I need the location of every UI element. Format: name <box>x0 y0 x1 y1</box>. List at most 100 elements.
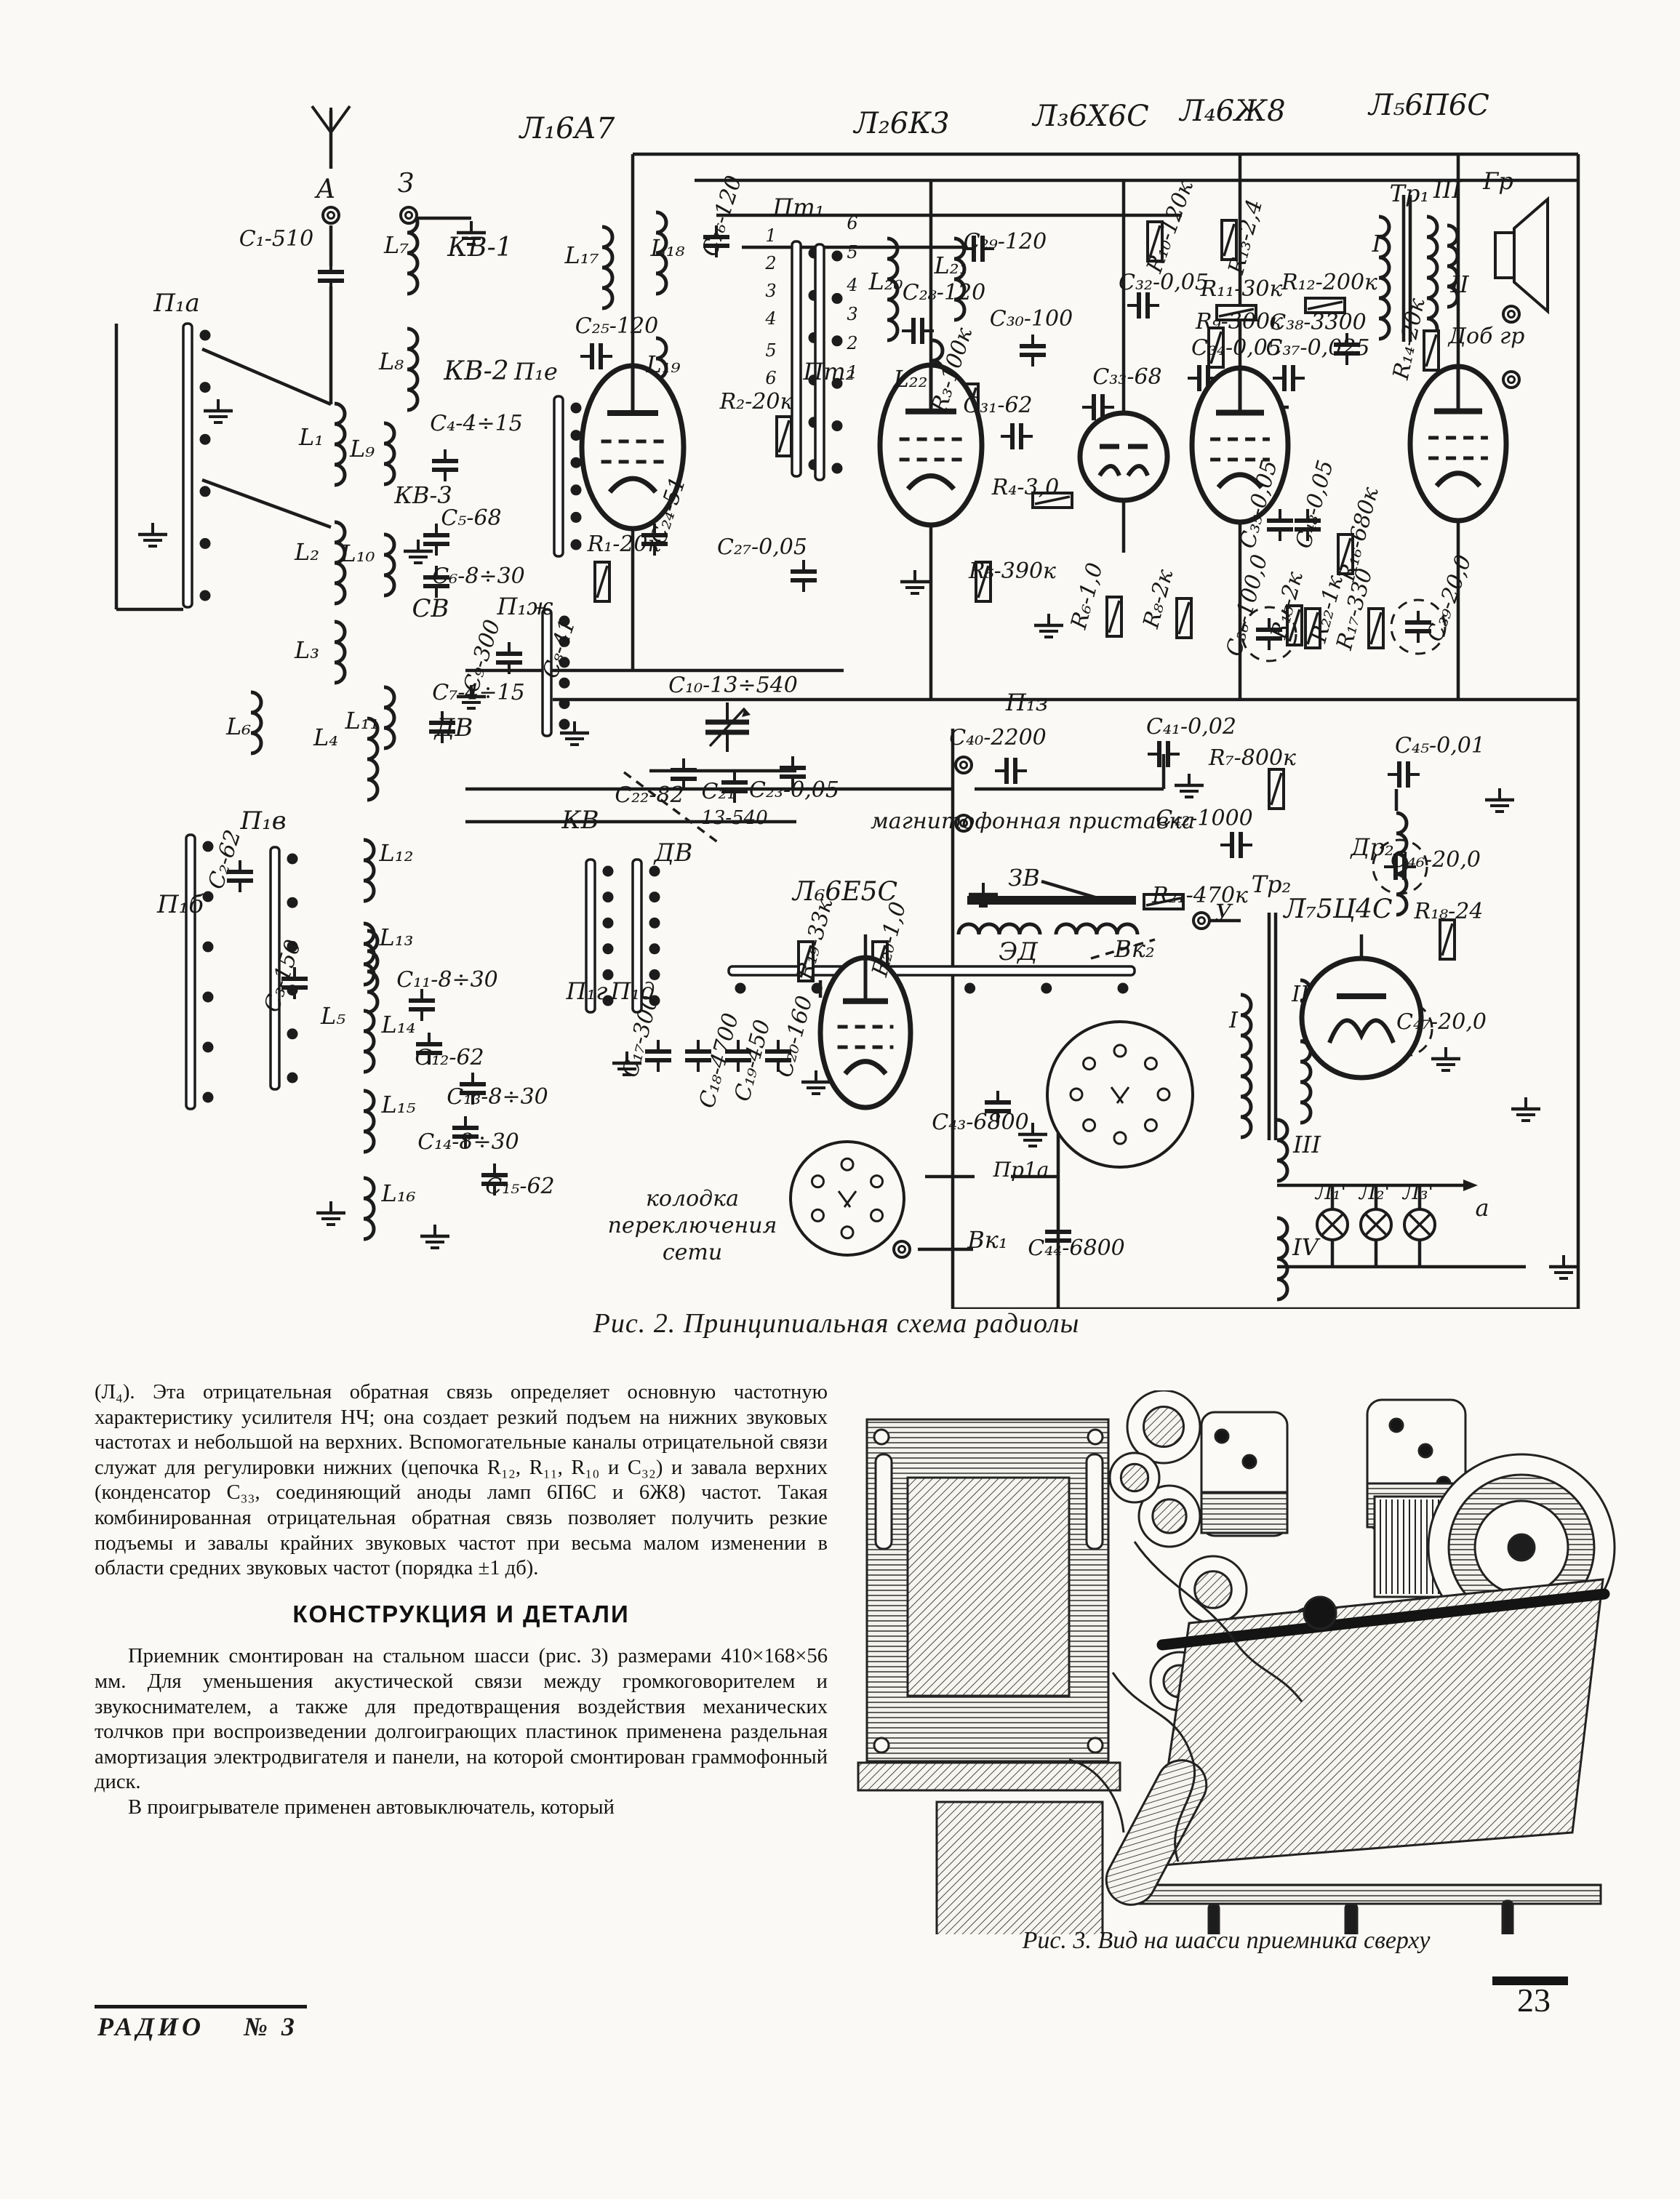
svg-text:С₃₂-0,05: С₃₂-0,05 <box>1119 270 1209 295</box>
svg-text:П₁ж: П₁ж <box>496 593 553 620</box>
svg-text:С₃₀-100: С₃₀-100 <box>990 306 1073 332</box>
svg-text:С₃₇-0,025: С₃₇-0,025 <box>1265 335 1369 361</box>
svg-text:С₄₅-0,01: С₄₅-0,01 <box>1395 733 1485 758</box>
svg-text:С₄₄-6800: С₄₄-6800 <box>1028 1235 1125 1261</box>
article-column: (Л₄). Эта отрицательная обратная связь о… <box>95 1380 828 1821</box>
svg-text:С₃₁-62: С₃₁-62 <box>963 393 1032 418</box>
svg-text:П₁в: П₁в <box>239 806 286 836</box>
svg-text:С₂₁: С₂₁ <box>701 779 735 804</box>
svg-text:Вк₁: Вк₁ <box>967 1226 1007 1254</box>
svg-text:Вк₂: Вк₂ <box>1113 935 1154 963</box>
svg-text:а: а <box>1475 1194 1489 1222</box>
svg-text:С₄₈-0,05: С₄₈-0,05 <box>1291 457 1339 551</box>
svg-text:R₇-800к: R₇-800к <box>1208 745 1296 771</box>
svg-text:КВ-3: КВ-3 <box>393 481 452 509</box>
svg-text:R₈-2к: R₈-2к <box>1138 566 1178 631</box>
svg-text:ЗВ: ЗВ <box>1008 864 1039 892</box>
svg-text:L₆: L₆ <box>225 713 251 740</box>
svg-text:Л₁': Л₁' <box>1314 1180 1346 1204</box>
svg-text:КВ: КВ <box>561 806 599 835</box>
svg-text:С₂₅-120: С₂₅-120 <box>575 313 658 339</box>
svg-text:L₂₂: L₂₂ <box>893 365 928 393</box>
svg-text:L₉: L₉ <box>349 435 375 462</box>
svg-text:3: 3 <box>847 304 857 324</box>
svg-text:R₆-1,0: R₆-1,0 <box>1066 560 1108 632</box>
svg-text:R₅-390к: R₅-390к <box>968 558 1056 584</box>
svg-text:2: 2 <box>846 333 857 353</box>
svg-text:6: 6 <box>847 213 857 233</box>
svg-text:5: 5 <box>847 242 857 263</box>
svg-text:5: 5 <box>765 340 776 361</box>
svg-text:С₄₁-0,02: С₄₁-0,02 <box>1146 714 1236 740</box>
figure3-caption: Рис. 3. Вид на шасси приемника сверху <box>1022 1927 1431 1954</box>
svg-text:L₈: L₈ <box>378 348 404 375</box>
svg-text:Тр₂: Тр₂ <box>1252 870 1292 898</box>
svg-text:III: III <box>1433 176 1462 204</box>
svg-text:III: III <box>1292 1131 1321 1158</box>
svg-text:С₃₃-68: С₃₃-68 <box>1092 364 1161 390</box>
svg-text:П₁а: П₁а <box>153 289 200 318</box>
svg-text:Л₂6К3: Л₂6К3 <box>852 107 949 140</box>
svg-text:Л₃': Л₃' <box>1401 1180 1433 1204</box>
svg-text:Л₁6А7: Л₁6А7 <box>519 112 615 145</box>
svg-text:С₁-510: С₁-510 <box>239 226 313 252</box>
svg-text:С₁₅-62: С₁₅-62 <box>485 1174 554 1199</box>
svg-text:L₁₇: L₁₇ <box>564 241 599 269</box>
svg-text:С₂₇-0,05: С₂₇-0,05 <box>717 534 807 560</box>
svg-text:L₁₄: L₁₄ <box>381 1011 416 1038</box>
figure3-chassis-photo <box>857 1390 1616 1934</box>
svg-text:переключения: переключения <box>608 1213 777 1238</box>
svg-text:С₂₀-160: С₂₀-160 <box>772 993 817 1081</box>
svg-text:ДВ: ДВ <box>653 838 693 868</box>
svg-text:Л₅6П6С: Л₅6П6С <box>1367 89 1489 122</box>
svg-text:I: I <box>1372 230 1383 257</box>
svg-text:L₃: L₃ <box>294 636 319 664</box>
svg-text:магнитофонная приставка: магнитофонная приставка <box>871 809 1195 834</box>
svg-text:П₁д: П₁д <box>609 977 655 1005</box>
svg-text:С₁₂-62: С₁₂-62 <box>415 1045 484 1070</box>
footer-journal-line: РАДИО № 3 <box>97 2011 298 2042</box>
svg-text:С₅-68: С₅-68 <box>441 505 501 531</box>
svg-text:6: 6 <box>765 368 776 388</box>
svg-text:I: I <box>1228 1008 1239 1033</box>
svg-text:Пр1а: Пр1а <box>993 1158 1049 1182</box>
svg-text:R₂₁-470к: R₂₁-470к <box>1151 883 1248 908</box>
svg-text:R₉-300к: R₉-300к <box>1195 309 1283 335</box>
svg-text:L₁₅: L₁₅ <box>381 1091 416 1118</box>
svg-text:С₃-150: С₃-150 <box>260 937 307 1015</box>
svg-text:Л₇5Ц4С: Л₇5Ц4С <box>1282 894 1392 924</box>
svg-text:С₂₂-82: С₂₂-82 <box>615 782 684 808</box>
svg-text:L₁₁: L₁₁ <box>345 707 380 734</box>
svg-text:С₄₆-20,0: С₄₆-20,0 <box>1391 847 1481 873</box>
svg-text:С₃₈-3300: С₃₈-3300 <box>1269 310 1367 335</box>
svg-text:L₂: L₂ <box>294 538 319 566</box>
journal-issue: № 3 <box>243 2012 298 2041</box>
svg-text:КВ-2: КВ-2 <box>443 356 508 386</box>
svg-text:R₁₁-30к: R₁₁-30к <box>1200 276 1283 302</box>
svg-text:L₁₉: L₁₉ <box>646 351 681 378</box>
svg-text:колодка: колодка <box>646 1186 739 1211</box>
svg-text:С₄₇-20,0: С₄₇-20,0 <box>1396 1009 1487 1035</box>
svg-text:сети: сети <box>663 1240 722 1265</box>
article-paragraph-3: В проигрывателе применен автовыключатель… <box>128 1795 615 1819</box>
svg-text:С₁₄-8÷30: С₁₄-8÷30 <box>417 1129 519 1155</box>
svg-text:С₆-8÷30: С₆-8÷30 <box>432 564 525 589</box>
page-number: 23 <box>1517 1982 1551 2019</box>
svg-text:L₁₈: L₁₈ <box>650 234 685 262</box>
svg-text:П₁г: П₁г <box>566 977 608 1005</box>
svg-text:L₁₃: L₁₃ <box>379 924 414 951</box>
svg-text:L₁₀: L₁₀ <box>340 540 375 567</box>
svg-text:С₄₀-2200: С₄₀-2200 <box>949 725 1047 750</box>
svg-text:L₅: L₅ <box>320 1002 345 1030</box>
svg-text:П₁з: П₁з <box>1005 689 1048 716</box>
svg-text:С₂₉-120: С₂₉-120 <box>964 229 1047 255</box>
svg-text:С₃₄-0,05: С₃₄-0,05 <box>1191 335 1281 361</box>
svg-text:СВ: СВ <box>412 594 449 623</box>
svg-text:L₇: L₇ <box>383 231 409 259</box>
svg-text:С₄₃-6800: С₄₃-6800 <box>932 1110 1029 1135</box>
svg-text:З: З <box>398 169 414 199</box>
svg-text:L₄: L₄ <box>313 724 338 751</box>
svg-text:П₁б: П₁б <box>156 890 204 919</box>
